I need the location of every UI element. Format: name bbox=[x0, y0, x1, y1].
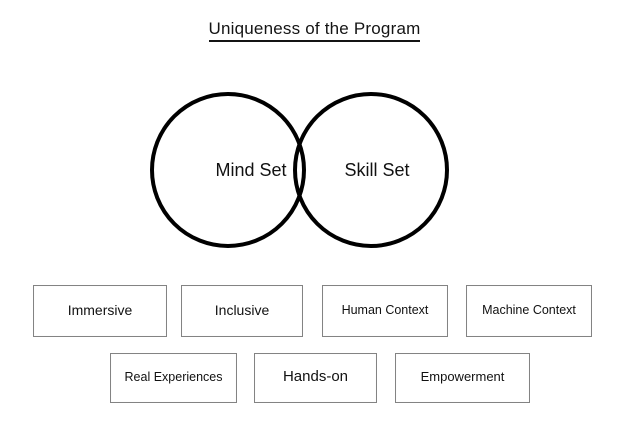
attribute-label: Real Experiences bbox=[124, 369, 223, 384]
attribute-box-empowerment[interactable]: Empowerment bbox=[395, 353, 530, 403]
attribute-box-immersive[interactable]: Immersive bbox=[33, 285, 167, 337]
page-title-text: Uniqueness of the Program bbox=[208, 18, 421, 43]
venn-diagram: Mind Set Skill Set bbox=[140, 82, 470, 262]
attribute-box-machine-context[interactable]: Machine Context bbox=[466, 285, 592, 337]
attribute-box-real-experiences[interactable]: Real Experiences bbox=[110, 353, 237, 403]
attribute-box-inclusive[interactable]: Inclusive bbox=[181, 285, 303, 337]
attribute-label: Human Context bbox=[341, 302, 429, 317]
attribute-box-human-context[interactable]: Human Context bbox=[322, 285, 448, 337]
attribute-label: Inclusive bbox=[214, 301, 270, 318]
attribute-label: Hands-on bbox=[282, 368, 349, 385]
venn-label-mind-set: Mind Set bbox=[215, 160, 287, 180]
attribute-box-hands-on[interactable]: Hands-on bbox=[254, 353, 377, 403]
attribute-label: Machine Context bbox=[482, 302, 576, 317]
attribute-label: Immersive bbox=[67, 301, 133, 318]
page-title: Uniqueness of the Program bbox=[0, 18, 629, 43]
venn-svg bbox=[150, 92, 449, 248]
venn-circle-right bbox=[293, 92, 449, 248]
venn-label-skill-set: Skill Set bbox=[344, 160, 410, 180]
venn-circle-left bbox=[150, 92, 306, 248]
attribute-label: Empowerment bbox=[420, 369, 505, 385]
